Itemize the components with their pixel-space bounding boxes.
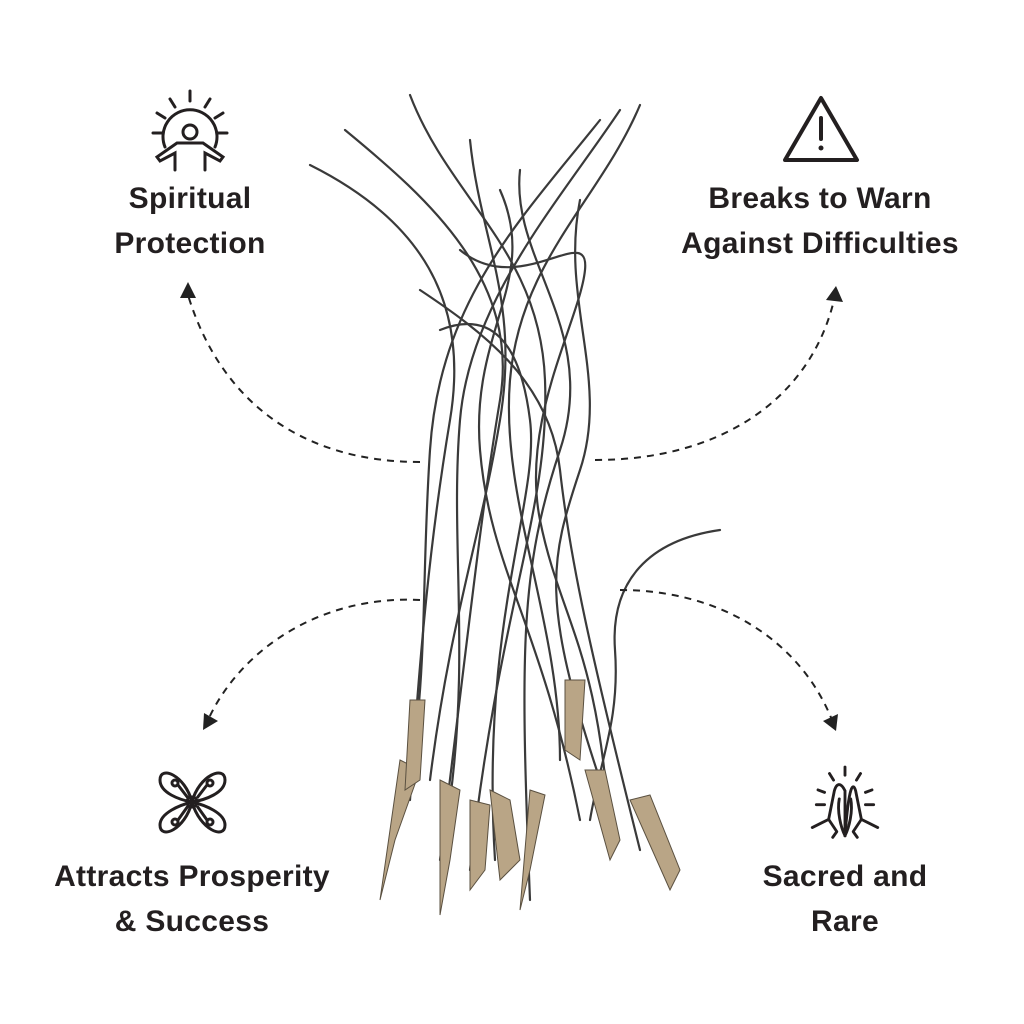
warning-triangle-icon [783,96,859,162]
benefit-label-line1: Sacred and [762,860,928,893]
strands [308,93,722,902]
arrow-to-spiritual-protection [187,294,421,463]
benefit-label-line2: Protection [114,227,266,260]
benefit-breaks-to-warn: Breaks to Warn Against Difficulties [640,176,1000,266]
spiritual-aura-person-icon [151,89,229,172]
benefit-label-line1: Spiritual [128,182,252,215]
benefit-label-line2: & Success [114,905,270,938]
dashed-arrows [187,294,835,721]
benefit-prosperity-success: Attracts Prosperity & Success [22,854,362,944]
benefit-spiritual-protection: Spiritual Protection [60,176,320,266]
arrow-to-prosperity [207,598,421,721]
benefit-label-line1: Attracts Prosperity [54,860,330,893]
butterfly-network-icon [158,771,227,834]
benefit-label-line1: Breaks to Warn [708,182,932,215]
praying-hands-icon [810,765,880,839]
arrowheads [180,282,843,731]
benefit-label-line2: Rare [811,905,879,938]
seed-tips [379,679,681,916]
arrow-to-sacred [619,589,833,721]
benefit-label-line2: Against Difficulties [681,227,959,260]
benefit-sacred-rare: Sacred and Rare [705,854,985,944]
arrow-to-breaks-to-warn [594,299,835,461]
